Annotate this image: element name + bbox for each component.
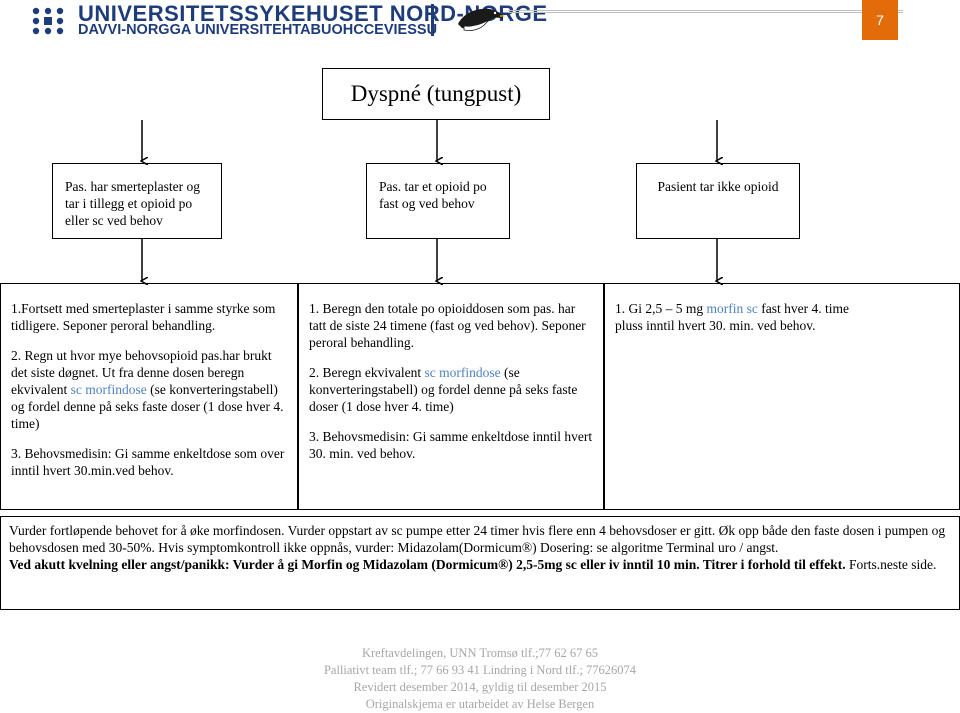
category-box-patch-plus-opioid: Pas. har smerteplaster og tar i tillegg … xyxy=(52,163,222,239)
plan-step-text: 2. Regn ut hvor mye behovsopioid pas.har… xyxy=(11,348,272,380)
guidance-continued: Forts.neste side. xyxy=(845,557,937,572)
page-number-badge: 7 xyxy=(862,0,898,40)
accent-text: sc morfindose xyxy=(70,382,147,397)
plan-step-text: 2. Beregn ekvivalent xyxy=(309,365,425,380)
footer-line: Originalskjema er utarbeidet av Helse Be… xyxy=(365,697,595,711)
flowchart-title: Dyspné (tungpust) xyxy=(350,81,522,106)
plan-step: 1. Gi 2,5 – 5 mg morfin sc fast hver 4. … xyxy=(615,300,880,334)
plan-step-text: 1. Gi 2,5 – 5 mg xyxy=(615,301,707,316)
guidance-emergency: Ved akutt kvelning eller angst/panikk: V… xyxy=(9,556,951,573)
plan-step: 1. Beregn den totale po opioiddosen som … xyxy=(309,301,586,350)
plan-step: 2. Regn ut hvor mye behovsopioid pas.har… xyxy=(11,347,287,432)
footer-line: Kreftavdelingen, UNN Tromsø tlf.;77 62 6… xyxy=(361,646,599,660)
footer-line: Revidert desember 2014, gyldig til desem… xyxy=(353,680,607,694)
plan-step: 2. Beregn ekvivalent sc morfindose (se k… xyxy=(309,364,593,415)
accent-text: sc morfindose xyxy=(424,365,501,380)
header-rule xyxy=(508,10,903,13)
plan-box-no-opioid: 1. Gi 2,5 – 5 mg morfin sc fast hver 4. … xyxy=(604,283,960,510)
org-name-sami: DAVVI-NORGGA UNIVERSITEHTABUOHCCEVIESSU xyxy=(78,22,438,38)
plan-box-patch-plus-opioid: 1.Fortsett med smerteplaster i samme sty… xyxy=(0,283,298,510)
category-text: Pas. tar et opioid po fast og ved behov xyxy=(379,179,487,211)
plan-step-text: (se konverteringstabell) og fordel denne… xyxy=(11,382,284,431)
plan-box-oral-opioid: 1. Beregn den totale po opioiddosen som … xyxy=(298,283,604,510)
category-text: Pas. har smerteplaster og tar i tillegg … xyxy=(65,179,200,228)
guidance-emergency-bold: Ved akutt kvelning eller angst/panikk: V… xyxy=(9,557,846,572)
plan-step: 3. Behovsmedisin: Gi samme enkeltdose in… xyxy=(309,429,593,461)
header-divider xyxy=(431,4,434,36)
flowchart-title-box: Dyspné (tungpust) xyxy=(322,68,550,120)
guidance-box: Vurder fortløpende behovet for å øke mor… xyxy=(0,516,960,610)
footer-line: Palliativt team tlf.; 77 66 93 41 Lindri… xyxy=(323,663,637,677)
guidance-text: Vurder fortløpende behovet for å øke mor… xyxy=(9,523,946,555)
plan-step: 1.Fortsett med smerteplaster i samme sty… xyxy=(11,301,276,333)
plan-step-text: Ut fra denne dosen beregn ekvivalent xyxy=(11,365,245,397)
plan-step-text: fast hver 4. time pluss inntil hvert 30.… xyxy=(615,301,849,333)
penguin-logo-icon xyxy=(458,8,506,31)
category-text: Pasient tar ikke opioid xyxy=(657,179,779,194)
footer: Kreftavdelingen, UNN Tromsø tlf.;77 62 6… xyxy=(240,645,720,713)
plan-step-text: (se konverteringstabell) og fordel denne… xyxy=(309,365,578,414)
unn-logo-icon xyxy=(32,7,64,35)
plan-step: 3. Behovsmedisin: Gi samme enkeltdose so… xyxy=(11,446,285,478)
accent-text: morfin sc xyxy=(706,301,758,316)
